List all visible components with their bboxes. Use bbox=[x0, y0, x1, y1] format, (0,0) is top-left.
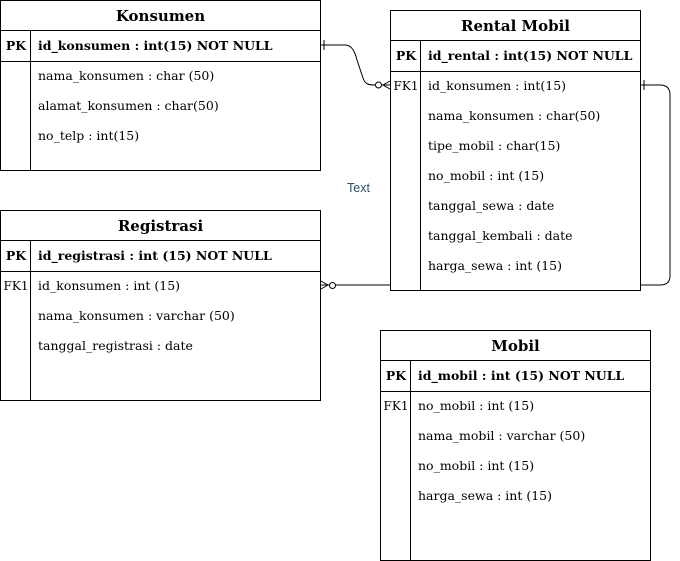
entity-title: Rental Mobil bbox=[391, 11, 640, 41]
zero-marker bbox=[329, 282, 336, 289]
pk-row: PK id_konsumen : int(15) NOT NULL bbox=[1, 31, 320, 62]
attribute-field: harga_sewa : int (15) bbox=[428, 258, 563, 273]
attribute-list: nama_konsumen : char (50) alamat_konsume… bbox=[1, 61, 320, 170]
entity-title: Konsumen bbox=[1, 1, 320, 31]
fk-key-label: FK1 bbox=[393, 79, 419, 93]
attribute-list: FK1 id_konsumen : int (15) nama_konsumen… bbox=[1, 271, 320, 400]
entity-konsumen[interactable]: Konsumen PK id_konsumen : int(15) NOT NU… bbox=[0, 0, 321, 171]
pk-key-label: PK bbox=[395, 48, 417, 63]
fk-key-label: FK1 bbox=[3, 279, 29, 293]
pk-key-label: PK bbox=[5, 38, 27, 53]
pk-field: id_registrasi : int (15) NOT NULL bbox=[38, 248, 272, 263]
entity-title: Registrasi bbox=[1, 211, 320, 241]
entity-rental-mobil[interactable]: Rental Mobil PK id_rental : int(15) NOT … bbox=[390, 10, 641, 291]
attribute-field: alamat_konsumen : char(50) bbox=[38, 98, 219, 113]
attribute-field: nama_mobil : varchar (50) bbox=[418, 428, 586, 443]
pk-field: id_rental : int(15) NOT NULL bbox=[428, 48, 633, 63]
attribute-field: harga_sewa : int (15) bbox=[418, 488, 553, 503]
attribute-field: id_konsumen : int(15) bbox=[428, 78, 567, 93]
link-konsumen-rental bbox=[320, 40, 391, 90]
pk-row: PK id_registrasi : int (15) NOT NULL bbox=[1, 241, 320, 272]
attribute-field: no_mobil : int (15) bbox=[428, 168, 545, 183]
entity-registrasi[interactable]: Registrasi PK id_registrasi : int (15) N… bbox=[0, 210, 321, 401]
attribute-field: nama_konsumen : char(50) bbox=[428, 108, 601, 123]
pk-field: id_mobil : int (15) NOT NULL bbox=[418, 368, 625, 383]
attribute-field: no_mobil : int (15) bbox=[418, 458, 535, 473]
pk-row: PK id_rental : int(15) NOT NULL bbox=[391, 41, 640, 72]
attribute-field: nama_konsumen : char (50) bbox=[38, 68, 215, 83]
attribute-list: FK1 id_konsumen : int(15) nama_konsumen … bbox=[391, 71, 640, 290]
attribute-field: nama_konsumen : varchar (50) bbox=[38, 308, 235, 323]
pk-row: PK id_mobil : int (15) NOT NULL bbox=[381, 361, 650, 392]
zero-marker bbox=[375, 81, 382, 89]
attribute-field: tanggal_kembali : date bbox=[428, 228, 573, 243]
link-rental-registrasi bbox=[320, 80, 671, 290]
attribute-field: id_konsumen : int (15) bbox=[38, 278, 181, 293]
free-text-label[interactable]: Text bbox=[347, 181, 370, 195]
pk-key-label: PK bbox=[5, 248, 27, 263]
attribute-field: no_telp : int(15) bbox=[38, 128, 140, 143]
many-marker bbox=[381, 80, 391, 90]
attribute-list: FK1 no_mobil : int (15) nama_mobil : var… bbox=[381, 391, 650, 560]
attribute-field: tipe_mobil : char(15) bbox=[428, 138, 561, 153]
many-marker bbox=[320, 280, 330, 290]
attribute-field: tanggal_sewa : date bbox=[428, 198, 555, 213]
entity-title: Mobil bbox=[381, 331, 650, 361]
pk-key-label: PK bbox=[385, 368, 407, 383]
pk-field: id_konsumen : int(15) NOT NULL bbox=[38, 38, 273, 53]
attribute-field: tanggal_registrasi : date bbox=[38, 338, 193, 353]
fk-key-label: FK1 bbox=[383, 399, 409, 413]
attribute-field: no_mobil : int (15) bbox=[418, 398, 535, 413]
entity-mobil[interactable]: Mobil PK id_mobil : int (15) NOT NULL FK… bbox=[380, 330, 651, 561]
